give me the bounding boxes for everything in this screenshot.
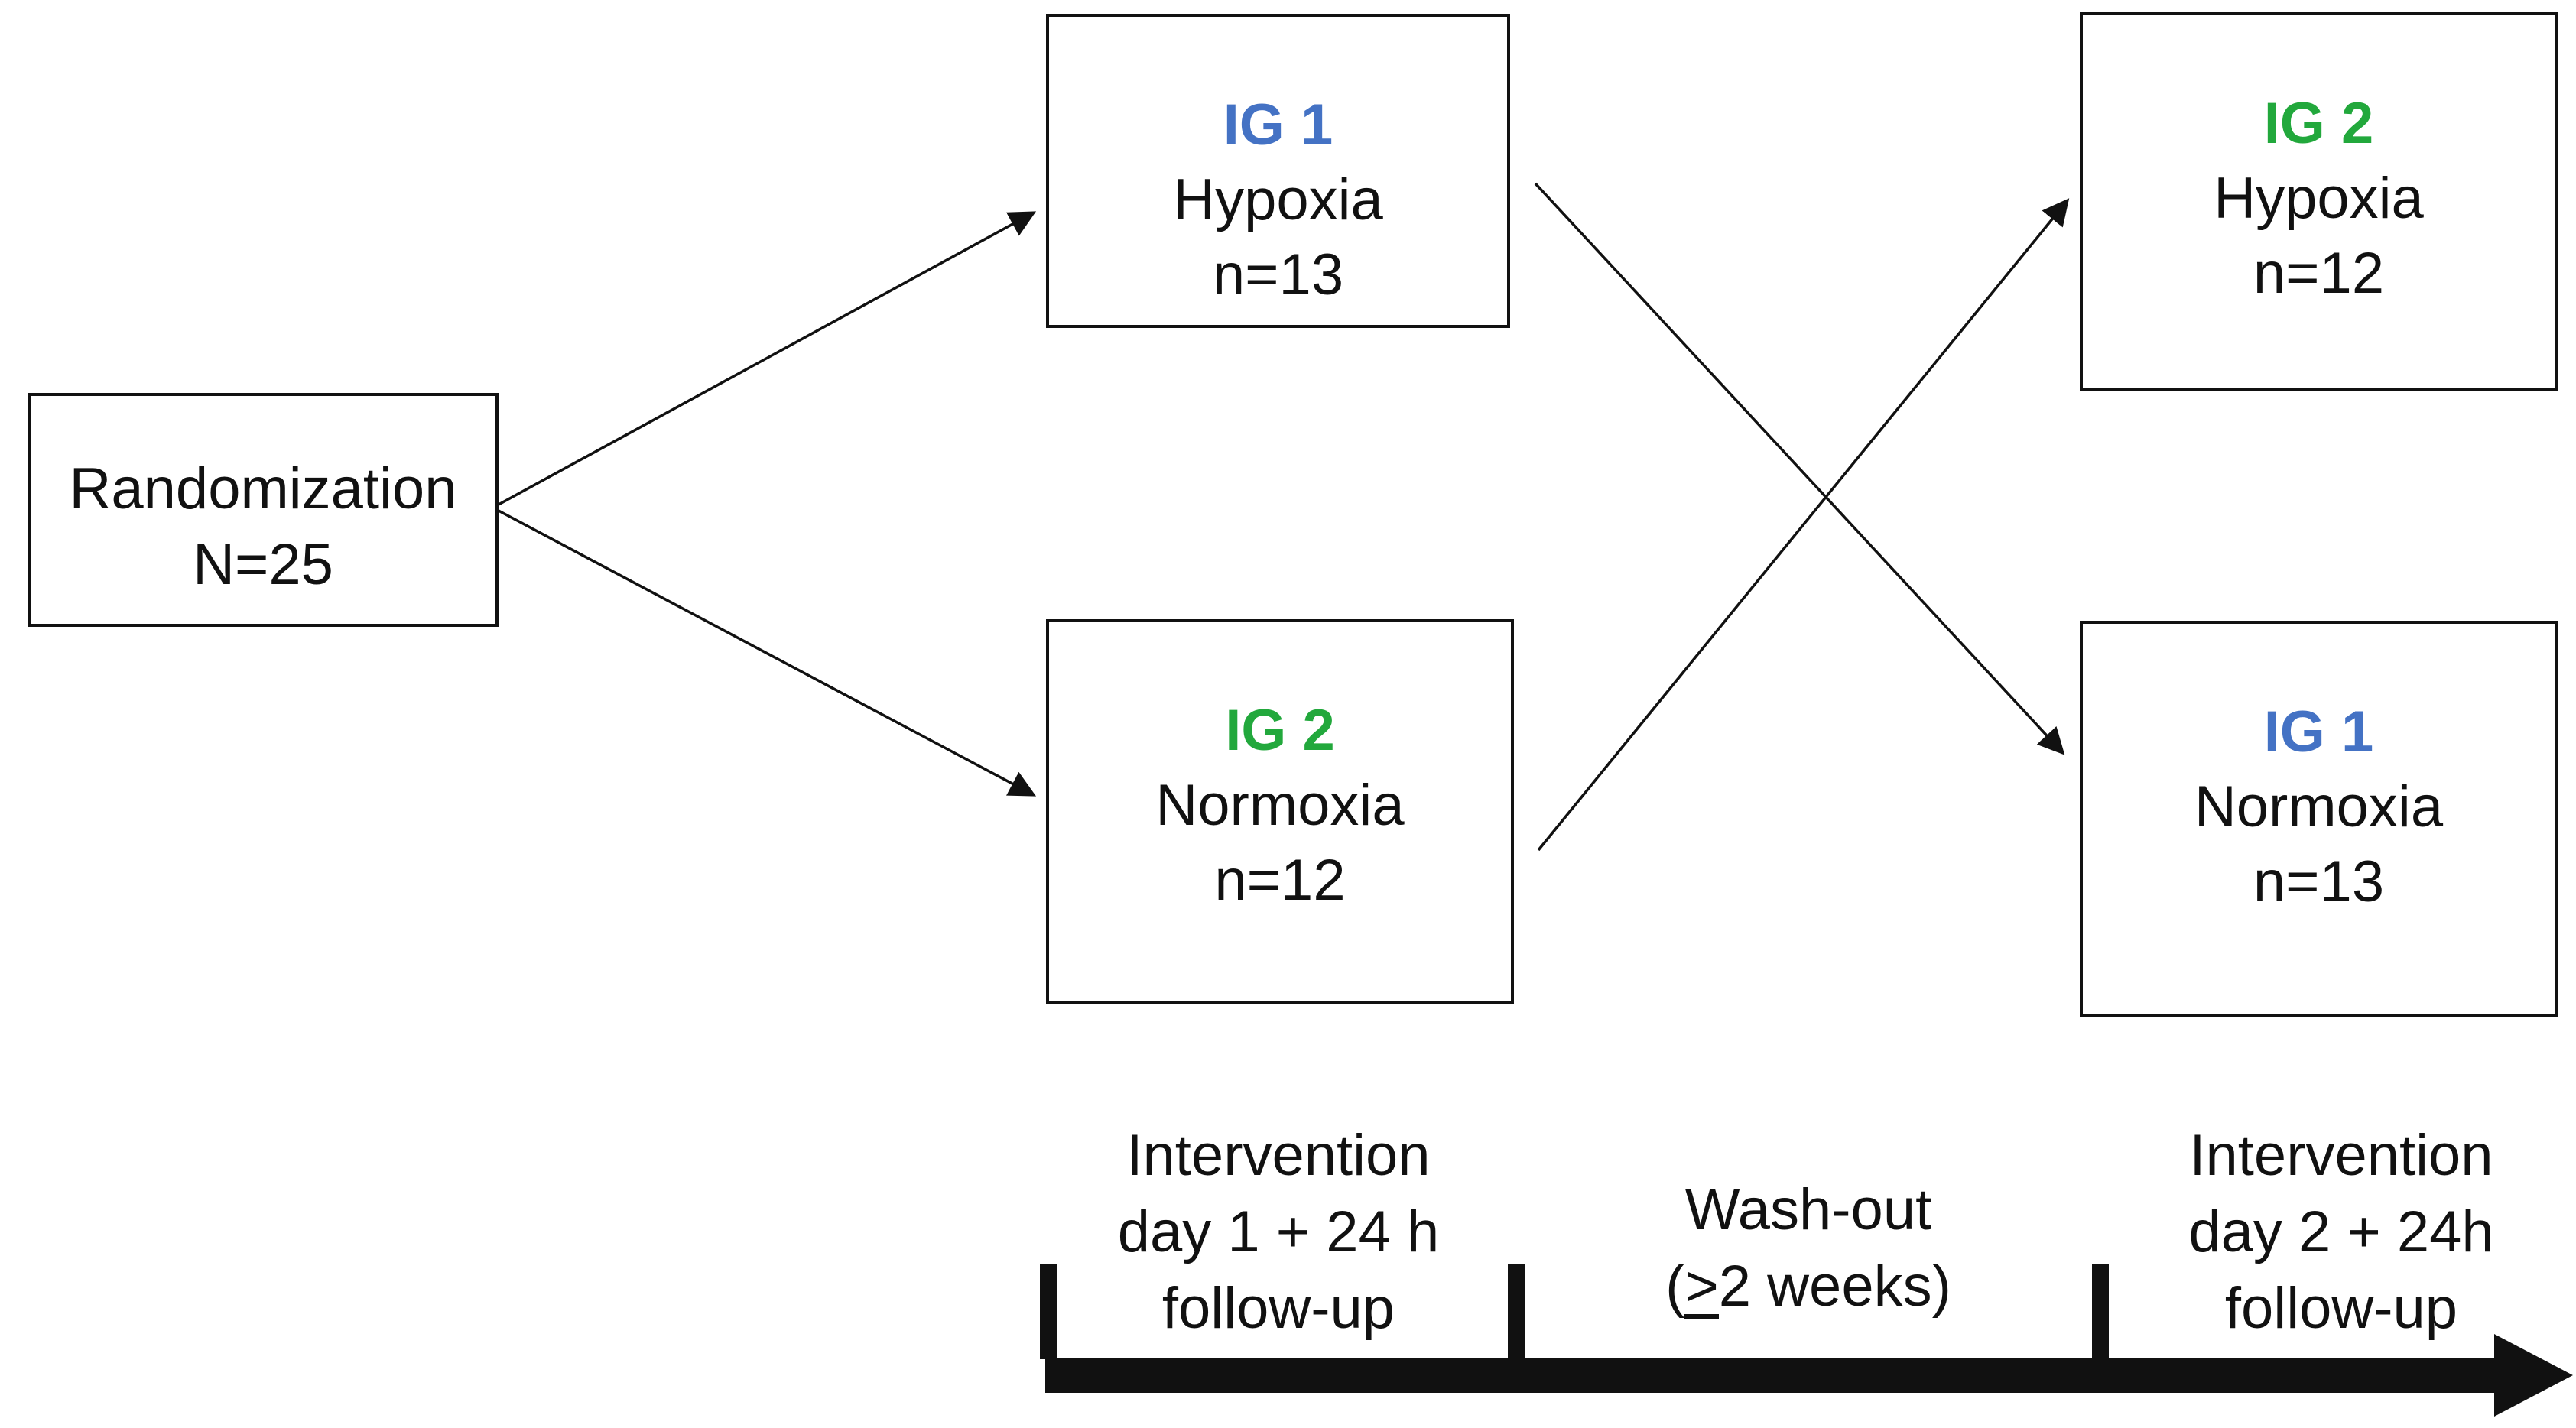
- period2-top-n: n=12: [2253, 241, 2385, 306]
- timeline-tick-start: [1040, 1264, 1057, 1359]
- washout-gte-symbol: >: [1684, 1254, 1719, 1319]
- washout-duration: 2 weeks): [1718, 1254, 1951, 1319]
- period1-top-box: IG 1 Hypoxia n=13: [1046, 14, 1510, 328]
- period2-bottom-n: n=13: [2253, 849, 2385, 914]
- timeline-label-phase2: Intervention day 2 + 24h follow-up: [2074, 1118, 2576, 1347]
- period2-bottom-group-label: IG 1: [2263, 699, 2374, 764]
- randomization-title: Randomization: [69, 456, 457, 521]
- randomization-box-text: Randomization N=25: [31, 451, 495, 602]
- phase2-line3: follow-up: [2224, 1276, 2458, 1341]
- randomization-box: Randomization N=25: [28, 393, 499, 627]
- timeline-label-washout: Wash-out (>2 weeks): [1541, 1172, 2076, 1325]
- arrow-randomization-to-period1-bottom: [498, 509, 1037, 797]
- arrow-randomization-to-period1-top: [498, 211, 1037, 506]
- timeline-arrowhead: [2494, 1334, 2573, 1417]
- period1-top-n: n=13: [1212, 242, 1344, 307]
- phase2-line1: Intervention: [2189, 1123, 2493, 1188]
- washout-line1: Wash-out: [1684, 1177, 1932, 1242]
- period2-bottom-condition: Normoxia: [2194, 774, 2444, 839]
- phase1-line2: day 1 + 24 h: [1117, 1199, 1440, 1264]
- timeline-tick-washout-end: [2092, 1264, 2109, 1359]
- period2-top-box-text: IG 2 Hypoxia n=12: [2083, 86, 2555, 311]
- phase1-line3: follow-up: [1161, 1276, 1395, 1341]
- period1-top-box-text: IG 1 Hypoxia n=13: [1049, 88, 1507, 313]
- period1-bottom-condition: Normoxia: [1155, 773, 1405, 838]
- period2-top-group-label: IG 2: [2263, 91, 2374, 156]
- phase1-line1: Intervention: [1126, 1123, 1431, 1188]
- period1-top-condition: Hypoxia: [1173, 167, 1383, 232]
- period2-bottom-box: IG 1 Normoxia n=13: [2080, 621, 2558, 1017]
- period1-bottom-box-text: IG 2 Normoxia n=12: [1049, 693, 1511, 918]
- period1-top-group-label: IG 1: [1223, 92, 1333, 157]
- period2-bottom-box-text: IG 1 Normoxia n=13: [2083, 695, 2555, 920]
- arrow-period1-top-to-period2-bottom: [1534, 182, 2065, 755]
- period1-bottom-box: IG 2 Normoxia n=12: [1046, 619, 1514, 1004]
- period2-top-box: IG 2 Hypoxia n=12: [2080, 12, 2558, 391]
- arrow-period1-bottom-to-period2-top: [1537, 198, 2070, 852]
- washout-open-paren: (: [1665, 1254, 1685, 1319]
- randomization-n: N=25: [193, 532, 333, 597]
- timeline-bar: [1045, 1358, 2502, 1393]
- phase2-line2: day 2 + 24h: [2188, 1199, 2494, 1264]
- period1-bottom-n: n=12: [1214, 848, 1346, 913]
- period1-bottom-group-label: IG 2: [1225, 698, 1335, 763]
- washout-line2: (>2 weeks): [1541, 1248, 2076, 1325]
- period2-top-condition: Hypoxia: [2214, 166, 2424, 231]
- timeline-label-phase1: Intervention day 1 + 24 h follow-up: [1011, 1118, 1546, 1347]
- timeline-tick-washout-start: [1508, 1264, 1525, 1359]
